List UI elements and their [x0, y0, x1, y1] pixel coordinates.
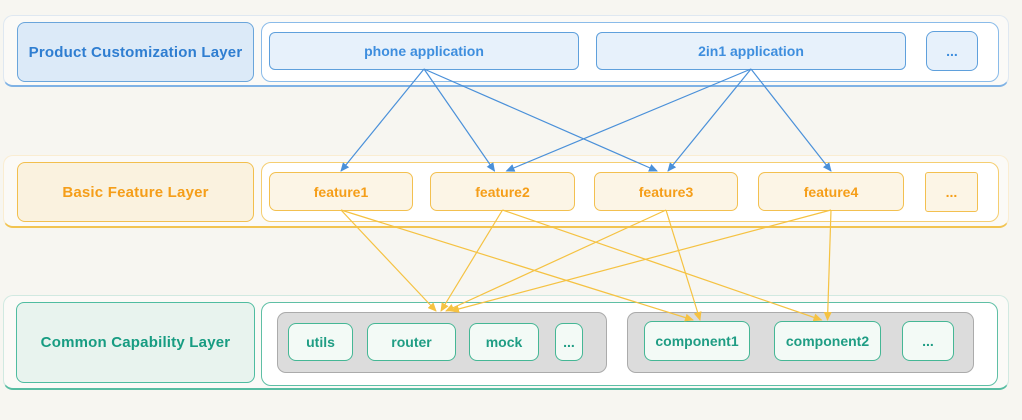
feature4-label: feature4 — [803, 183, 859, 200]
box-component2: component2 — [774, 321, 881, 361]
box-mock: mock — [469, 323, 539, 361]
box-feature3: feature3 — [594, 172, 738, 211]
phone-application-label: phone application — [364, 43, 484, 59]
box-feature-more: ... — [925, 172, 978, 212]
feature3-label: feature3 — [638, 183, 694, 200]
mock-label: mock — [485, 334, 523, 350]
box-utils: utils — [288, 323, 353, 361]
feature-layer-title: Basic Feature Layer — [62, 183, 209, 201]
utils-label: utils — [306, 334, 335, 350]
components-more-label: ... — [922, 333, 934, 349]
router-label: router — [391, 334, 432, 350]
box-router: router — [367, 323, 456, 361]
box-utils-more: ... — [555, 323, 583, 361]
box-component1: component1 — [644, 321, 750, 361]
feature-more-label: ... — [945, 184, 958, 200]
box-phone-application: phone application — [269, 32, 579, 70]
feature2-label: feature2 — [475, 183, 530, 200]
product-more-label: ... — [946, 43, 958, 59]
box-components-more: ... — [902, 321, 954, 361]
box-product-more: ... — [926, 31, 978, 71]
feature1-label: feature1 — [313, 183, 369, 200]
box-2in1-application: 2in1 application — [596, 32, 906, 70]
label-common-capability-layer: Common Capability Layer — [16, 302, 255, 383]
2in1-application-label: 2in1 application — [698, 43, 804, 59]
label-product-customization-layer: Product Customization Layer — [17, 22, 254, 82]
product-layer-title: Product Customization Layer — [28, 43, 243, 61]
box-feature1: feature1 — [269, 172, 413, 211]
capability-layer-title: Common Capability Layer — [40, 334, 231, 351]
box-feature4: feature4 — [758, 172, 904, 211]
utils-more-label: ... — [563, 334, 575, 350]
component2-label: component2 — [785, 333, 870, 349]
component1-label: component1 — [655, 333, 739, 349]
box-feature2: feature2 — [430, 172, 575, 211]
label-basic-feature-layer: Basic Feature Layer — [17, 162, 254, 222]
